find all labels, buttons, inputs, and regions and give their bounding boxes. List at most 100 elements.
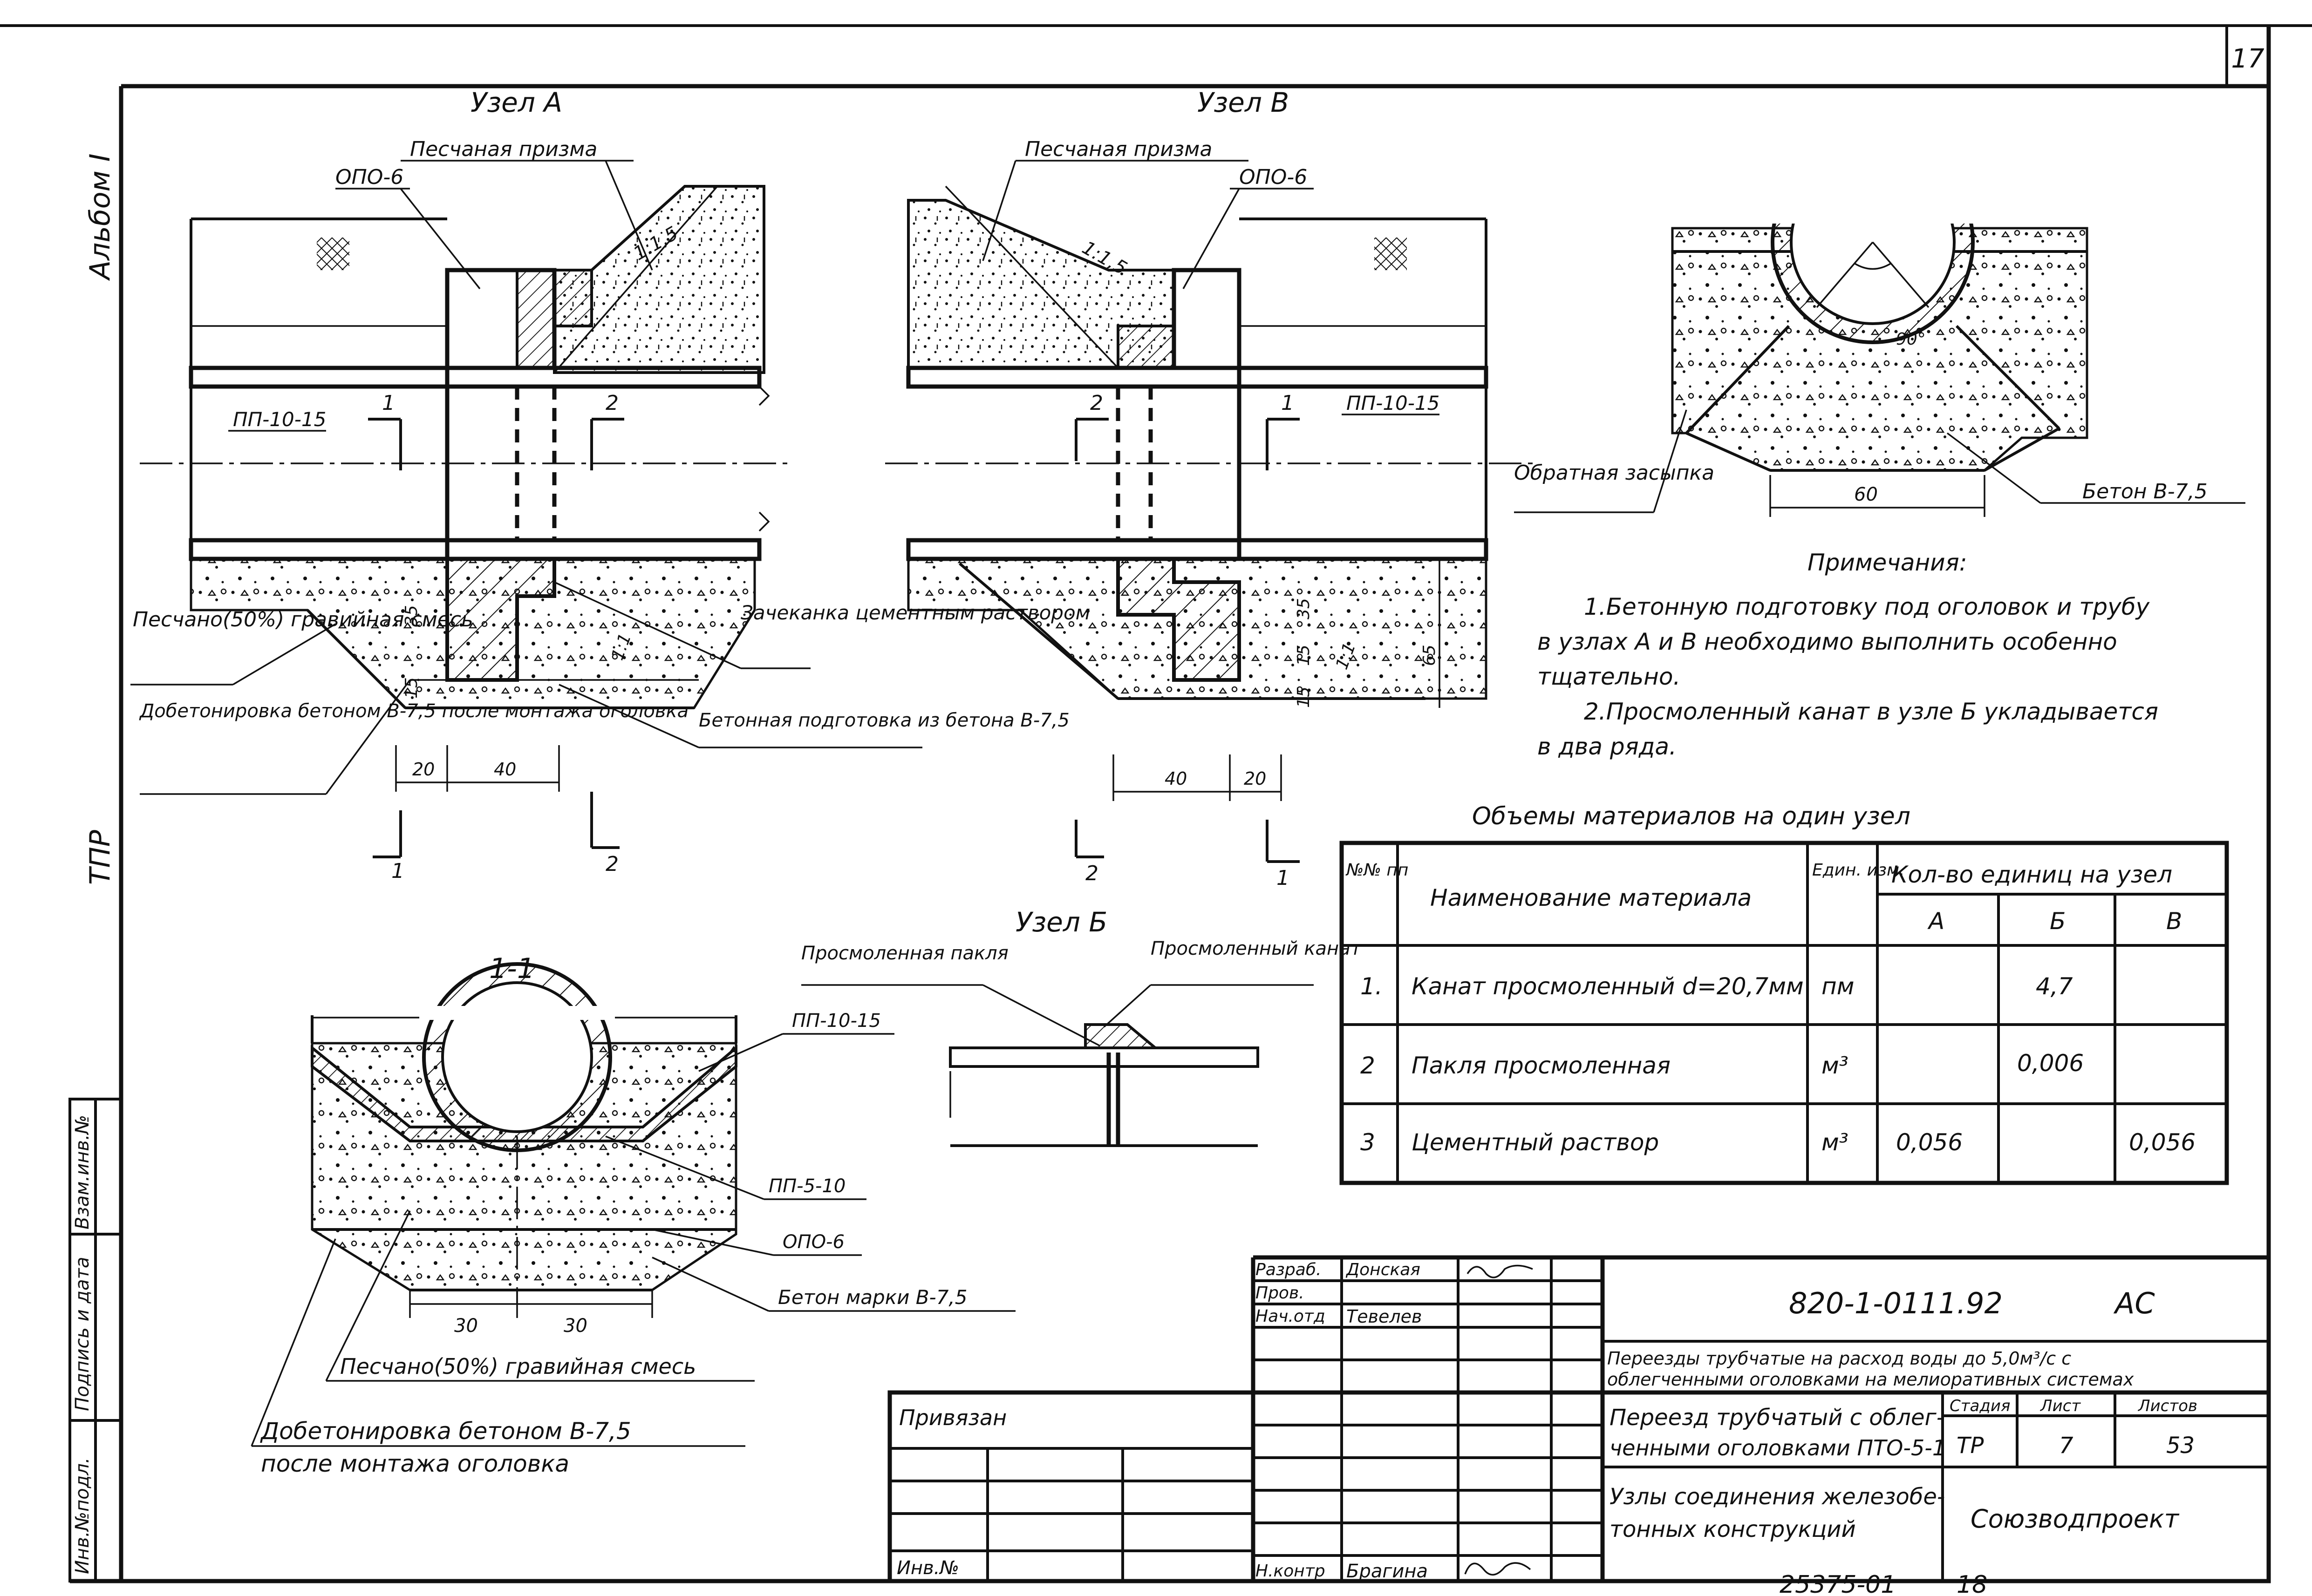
privyazan: Привязан bbox=[899, 1405, 1007, 1430]
row2-b: 0,006 bbox=[2017, 1050, 2084, 1077]
sheet-label: Лист bbox=[2039, 1397, 2081, 1415]
section-11-pp-5-10: ПП-5-10 bbox=[769, 1175, 846, 1197]
notes-line4: 2.Просмоленный канат в узле Б укладывает… bbox=[1584, 698, 2158, 725]
section-11-concreting-1: Добетонировка бетоном В-7,5 bbox=[260, 1418, 631, 1445]
section-11-concrete: Бетон марки В-7,5 bbox=[778, 1286, 968, 1309]
row2-no: 2 bbox=[1360, 1052, 1375, 1079]
stamp-inv-podl: Инв.№подл. bbox=[72, 1457, 93, 1574]
col-qty: Кол-во единиц на узел bbox=[1891, 861, 2172, 888]
nkontr-name: Брагина bbox=[1346, 1561, 1428, 1582]
footer-page: 18 bbox=[1957, 1571, 1987, 1596]
node-a-cut1: 1 bbox=[382, 391, 395, 415]
node-a-opo: ОПО-6 bbox=[335, 165, 403, 189]
section-22-concrete: Бетон В-7,5 bbox=[2082, 480, 2208, 503]
node-a-concreting: Добетонировка бетоном В-7,5 после монтаж… bbox=[139, 700, 689, 722]
node-a-dim-20: 20 bbox=[412, 759, 435, 780]
node-a-sand-prism: Песчаная призма bbox=[410, 137, 597, 161]
notes-line5: в два ряда. bbox=[1537, 733, 1677, 760]
row1-name: Канат просмоленный d=20,7мм bbox=[1412, 973, 1804, 1000]
materials-table: Объемы материалов на один узел №№ пп Наи… bbox=[1339, 802, 2229, 1185]
node-b-rope: Просмоленный канат bbox=[1151, 938, 1362, 959]
project-2: облегченными оголовками на мелиоративных… bbox=[1607, 1369, 2134, 1390]
left-stamp: Инв.№подл. Подпись и дата Взам.инв.№ bbox=[68, 1098, 123, 1582]
col-no: №№ пп bbox=[1345, 861, 1408, 880]
section-11-dim-30a: 30 bbox=[454, 1315, 478, 1337]
node-b-title: Узел Б bbox=[1016, 906, 1107, 938]
soil-symbol bbox=[317, 238, 349, 270]
row2-unit: м³ bbox=[1821, 1052, 1848, 1079]
node-a-cut1-b: 1 bbox=[391, 859, 404, 883]
nach-name: Тевелев bbox=[1346, 1306, 1422, 1327]
razrab-name: Донская bbox=[1345, 1260, 1420, 1279]
node-v-dim-40: 40 bbox=[1165, 768, 1187, 789]
section-11-concreting-2: после монтажа оголовка bbox=[261, 1450, 569, 1477]
section-22-angle: 90° bbox=[1896, 330, 1926, 349]
row2-name: Пакля просмоленная bbox=[1412, 1052, 1671, 1079]
node-v-cut2: 2 bbox=[1090, 391, 1103, 415]
sub-a: А bbox=[1927, 908, 1944, 935]
doc-suffix: АС bbox=[2113, 1286, 2155, 1320]
sheet-title-1: Переезд трубчатый с облег- bbox=[1610, 1405, 1944, 1431]
section-2-2: 2-2 90° Обратная засыпка 60 Бетон В-7,5 bbox=[1514, 130, 2245, 517]
nach-label: Нач.отд bbox=[1255, 1307, 1325, 1326]
node-v-title: Узел В bbox=[1197, 87, 1289, 118]
nkontr-label: Н.контр bbox=[1255, 1562, 1325, 1581]
row3-a: 0,056 bbox=[1896, 1129, 1963, 1156]
row3-no: 3 bbox=[1360, 1129, 1375, 1156]
col-unit: Един. изм. bbox=[1812, 861, 1905, 880]
table-title: Объемы материалов на один узел bbox=[1472, 802, 1910, 830]
stage-label: Стадия bbox=[1950, 1397, 2010, 1415]
org-name: Союзводпроект bbox=[1971, 1504, 2180, 1534]
section-11-sand-gravel: Песчано(50%) гравийная смесь bbox=[340, 1354, 696, 1379]
node-a-cut2: 2 bbox=[606, 391, 619, 415]
node-a-drawing: Узел А Песчаная призма ОПО-6 1:1,5 bbox=[130, 87, 1090, 883]
signature-nkontr bbox=[1464, 1562, 1531, 1576]
node-a-title: Узел А bbox=[471, 87, 562, 118]
sheet-title-2: ченными оголовками ПТО-5-1 bbox=[1610, 1435, 1946, 1460]
soil-symbol bbox=[1374, 238, 1407, 270]
razrab-label: Разраб. bbox=[1255, 1260, 1321, 1279]
node-v-pipe: ПП-10-15 bbox=[1346, 392, 1439, 414]
section-11-opo: ОПО-6 bbox=[783, 1231, 845, 1253]
title-block: Привязан Инв.№ Разраб. Донская Пров. Нач… bbox=[887, 1255, 2271, 1596]
section-11-dim-30b: 30 bbox=[564, 1315, 587, 1337]
node-a-dim-15: 15 bbox=[402, 677, 421, 699]
section-22-backfill: Обратная засыпка bbox=[1514, 461, 1714, 485]
page-number: 17 bbox=[2231, 44, 2264, 74]
signature-razrab bbox=[1466, 1264, 1533, 1278]
node-a-base: Бетонная подготовка из бетона В-7,5 bbox=[699, 710, 1070, 731]
row1-unit: пм bbox=[1821, 973, 1854, 1000]
stamp-vzam-inv: Взам.инв.№ bbox=[72, 1115, 93, 1229]
sub-v: В bbox=[2166, 908, 2182, 935]
sub-b: Б bbox=[2050, 908, 2066, 935]
notes-heading: Примечания: bbox=[1807, 549, 1967, 576]
content-2: тонных конструкций bbox=[1610, 1516, 1856, 1542]
node-b-oakum: Просмоленная пакля bbox=[801, 943, 1009, 964]
node-v-cut1: 1 bbox=[1281, 391, 1294, 415]
node-b-drawing: Узел Б Просмоленная пакля Просмоленный к… bbox=[801, 906, 1362, 1147]
doc-code: 820-1-0111.92 bbox=[1789, 1286, 2003, 1320]
node-v-sand-prism: Песчаная призма bbox=[1025, 137, 1212, 161]
album-label: Альбом I bbox=[84, 154, 116, 282]
prov-label: Пров. bbox=[1255, 1284, 1304, 1303]
row3-unit: м³ bbox=[1821, 1129, 1848, 1156]
section-11-pp-10-15: ПП-10-15 bbox=[792, 1010, 881, 1032]
inv-label: Инв.№ bbox=[897, 1557, 959, 1579]
node-v-dim-35: 35 bbox=[1294, 598, 1313, 619]
node-a-dim-40: 40 bbox=[494, 759, 516, 780]
sheets-value: 53 bbox=[2166, 1433, 2195, 1459]
node-v-cut2-b: 2 bbox=[1085, 862, 1098, 885]
project-1: Переезды трубчатые на расход воды до 5,0… bbox=[1607, 1348, 2071, 1369]
section-22-dim-60: 60 bbox=[1854, 484, 1878, 505]
node-a-dim-35: 35 bbox=[402, 605, 421, 626]
stage-value: ТР bbox=[1957, 1433, 1984, 1459]
node-v-opo: ОПО-6 bbox=[1239, 165, 1307, 189]
content-1: Узлы соединения железобе- bbox=[1610, 1484, 1945, 1510]
row3-name: Цементный раствор bbox=[1412, 1129, 1659, 1156]
row1-b: 4,7 bbox=[2036, 973, 2073, 1000]
node-v-dim-15: 15 bbox=[1294, 645, 1313, 666]
tpr-label: ТПР bbox=[84, 829, 116, 885]
row1-no: 1. bbox=[1360, 973, 1383, 1000]
node-a-sand-gravel-text: Песчано(50%) гравийная смесь bbox=[133, 608, 473, 632]
